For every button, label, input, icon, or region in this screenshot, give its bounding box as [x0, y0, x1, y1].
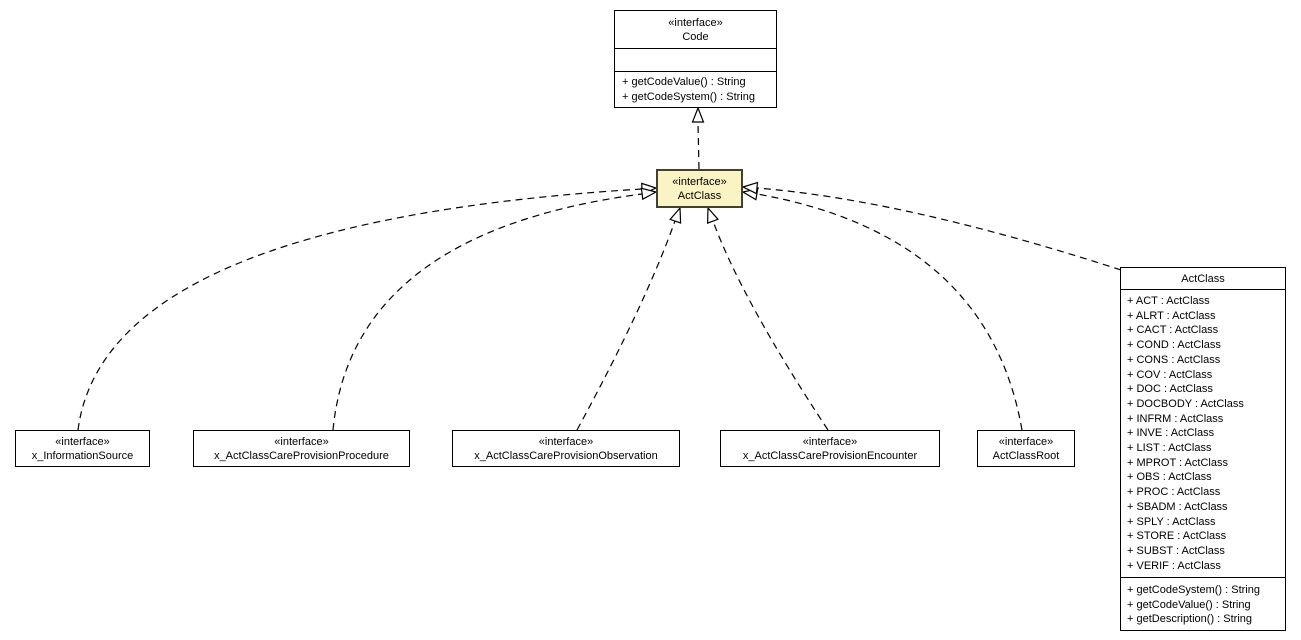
stereotype-label: «interface»	[668, 16, 723, 29]
class-header: «interface» ActClassRoot	[978, 431, 1074, 466]
uml-method-line: + getCodeSystem() : String	[622, 90, 755, 103]
uml-attribute-line: + CACT : ActClass	[1127, 324, 1219, 337]
class-box-x-informationsource[interactable]: «interface» x_InformationSource	[15, 430, 150, 467]
uml-attribute-line: + OBS : ActClass	[1127, 471, 1212, 484]
uml-attribute-line: + VERIF : ActClass	[1127, 559, 1221, 572]
class-box-actclassroot[interactable]: «interface» ActClassRoot	[977, 430, 1075, 467]
class-header: «interface» x_InformationSource	[16, 431, 149, 466]
uml-attribute-line: + STORE : ActClass	[1127, 530, 1227, 543]
uml-method-line: + getCodeValue() : String	[622, 76, 746, 88]
class-name: x_ActClassCareProvisionEncounter	[742, 449, 918, 462]
uml-attribute-line: + DOCBODY : ActClass	[1127, 397, 1244, 410]
class-name: ActClass	[677, 189, 722, 202]
stereotype-label: «interface»	[274, 435, 329, 448]
attributes-compartment: + ACT : ActClass + ALRT : ActClass + CACT …	[1121, 290, 1285, 578]
uml-method-line: + getDescription() : String	[1127, 613, 1253, 626]
attributes-compartment-empty	[615, 49, 776, 72]
class-header: «interface» x_ActClassCareProvisionObser…	[453, 431, 679, 466]
class-box-actclass-enumeration[interactable]: ActClass + ACT : ActClass + ALRT : ActCla…	[1120, 267, 1286, 631]
uml-attribute-line: + SBADM : ActClass	[1127, 500, 1228, 513]
class-box-x-actclasscareprovisionencounter[interactable]: «interface» x_ActClassCareProvisionEncou…	[720, 430, 940, 467]
uml-attribute-line: + LIST : ActClass	[1127, 442, 1212, 455]
hollow-triangle-arrowhead-code	[691, 106, 705, 123]
hollow-triangle-arrowhead-left-2	[640, 187, 658, 201]
stereotype-label: «interface»	[998, 435, 1054, 448]
uml-method-line: + getCodeValue() : String	[1127, 598, 1251, 611]
uml-attribute-line: + COV : ActClass	[1127, 368, 1213, 381]
class-name: x_InformationSource	[31, 449, 134, 462]
class-header: «interface» ActClass	[658, 171, 741, 206]
class-name: ActClass	[1121, 268, 1285, 290]
uml-attribute-line: + INFRM : ActClass	[1127, 412, 1224, 425]
edge-actclassroot-to-actclass	[756, 193, 1023, 431]
uml-attribute-line: + PROC : ActClass	[1127, 486, 1221, 499]
edge-actclassenum-to-actclass	[756, 187, 1122, 271]
hollow-triangle-arrowhead-right-2	[741, 181, 759, 195]
uml-attribute-line: + ALRT : ActClass	[1127, 309, 1216, 322]
stereotype-label: «interface»	[672, 175, 727, 188]
class-name: ActClassRoot	[992, 449, 1060, 462]
uml-attribute-line: + DOC : ActClass	[1127, 383, 1213, 396]
edge-procedure-to-actclass	[332, 193, 643, 431]
stereotype-label: «interface»	[802, 435, 858, 448]
stereotype-label: «interface»	[55, 435, 110, 448]
hollow-triangle-arrowhead-bottom-2	[706, 206, 720, 224]
class-box-x-actclasscareprovisionprocedure[interactable]: «interface» x_ActClassCareProvisionProce…	[193, 430, 410, 467]
edge-encounter-to-actclass	[712, 220, 829, 431]
uml-attribute-line: + MPROT : ActClass	[1127, 456, 1228, 469]
methods-compartment: + getCodeValue() : String + getCodeSystem…	[615, 72, 776, 107]
uml-attribute-line: + SUBST : ActClass	[1127, 544, 1225, 557]
class-header: «interface» x_ActClassCareProvisionProce…	[194, 431, 409, 466]
hollow-triangle-arrowhead-bottom-1	[669, 206, 682, 224]
class-name: x_ActClassCareProvisionProcedure	[214, 449, 389, 462]
uml-attribute-line: + INVE : ActClass	[1127, 427, 1215, 440]
edge-actclass-to-code	[697, 122, 700, 170]
methods-compartment: + getCodeSystem() : String + getCodeValue…	[1121, 578, 1285, 632]
uml-attribute-line: + ACT : ActClass	[1127, 295, 1210, 307]
edge-observation-to-actclass	[576, 220, 676, 431]
class-box-actclass-interface[interactable]: «interface» ActClass	[656, 169, 743, 208]
class-header: «interface» x_ActClassCareProvisionEncou…	[721, 431, 939, 466]
uml-attribute-line: + COND : ActClass	[1127, 339, 1221, 352]
class-box-x-actclasscareprovisionobservation[interactable]: «interface» x_ActClassCareProvisionObser…	[452, 430, 680, 467]
stereotype-label: «interface»	[538, 435, 594, 448]
class-header: «interface» Code	[615, 11, 776, 49]
uml-method-line: + getCodeSystem() : String	[1127, 584, 1260, 596]
class-name: x_ActClassCareProvisionObservation	[474, 449, 658, 462]
uml-attribute-line: + SPLY : ActClass	[1127, 515, 1216, 528]
class-box-code[interactable]: «interface» Code + getCodeValue() : Stri…	[614, 10, 777, 108]
edge-informationsource-to-actclass	[77, 188, 643, 431]
class-name: Code	[682, 30, 709, 43]
uml-attribute-line: + CONS : ActClass	[1127, 353, 1221, 366]
